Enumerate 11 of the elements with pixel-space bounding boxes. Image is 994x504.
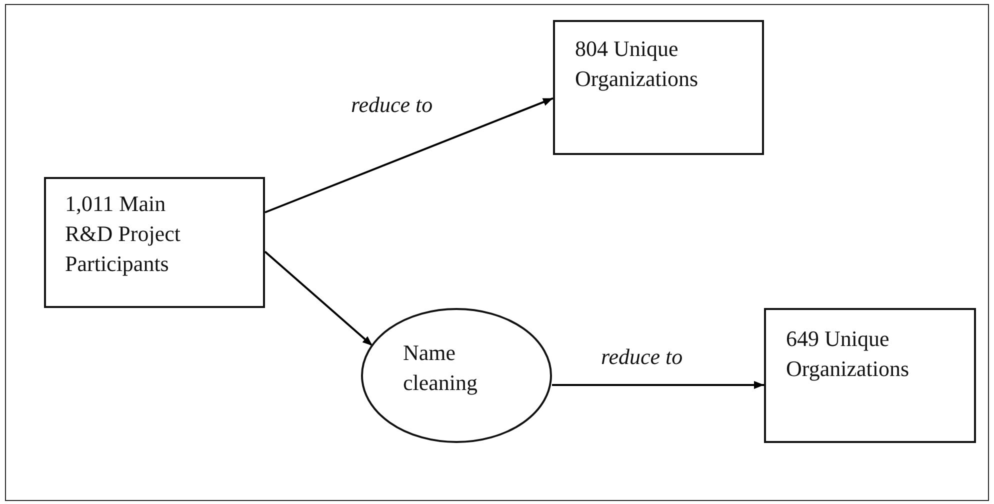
node-label: Name cleaning bbox=[403, 339, 479, 397]
arrow bbox=[264, 97, 554, 214]
arrow bbox=[552, 380, 764, 389]
node-label: 804 Unique Organizations bbox=[575, 35, 700, 93]
node-label: 649 Unique Organizations bbox=[786, 325, 910, 383]
process-box bbox=[764, 308, 976, 443]
node-label: 1,011 Main R&D Project Participants bbox=[65, 190, 182, 278]
process-ellipse bbox=[361, 308, 552, 443]
process-box bbox=[553, 20, 764, 155]
arrow bbox=[264, 250, 374, 347]
process-box bbox=[44, 177, 265, 308]
